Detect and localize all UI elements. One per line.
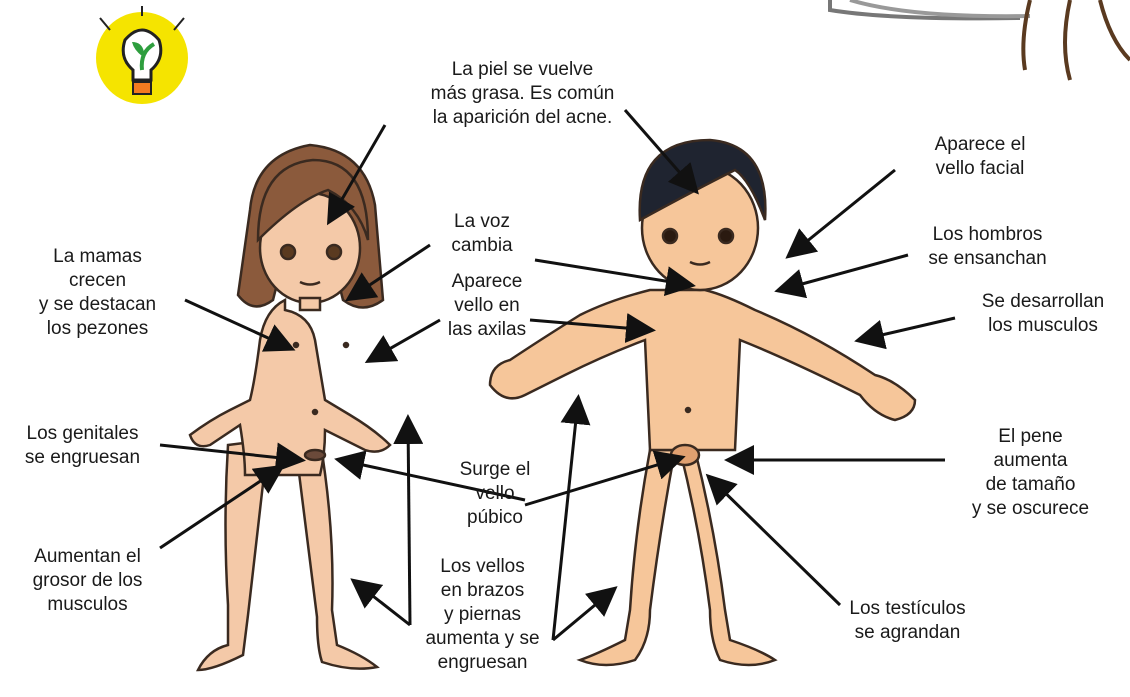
arrow-vello-facial: [785, 168, 896, 259]
boy-figure: [488, 138, 917, 667]
label-piel-line2: más grasa. Es común: [430, 83, 615, 104]
label-vellos-line3: y piernas: [443, 604, 522, 625]
label-testiculos-line1: Los testículos: [849, 598, 966, 619]
arrow-voz-girl: [344, 243, 431, 302]
label-piel-line1: La piel se vuelve: [451, 59, 594, 80]
label-testiculos-line2: se agrandan: [854, 622, 961, 643]
label-grosor-musculos: Aumentan el grosor de los musculos: [10, 545, 165, 617]
arrow-mamas: [184, 298, 296, 352]
arrow-pubico-boy: [524, 450, 686, 507]
arrow-musculos-hombre: [854, 316, 956, 350]
arrow-genitales: [159, 442, 306, 473]
label-vello-pubico: Surge el vello púbico: [440, 458, 550, 530]
arrow-piel-boy: [623, 109, 699, 195]
label-axilas-line1: Aparece: [451, 271, 523, 292]
label-grosor-line2: grosor de los: [32, 570, 143, 591]
label-vellos-line2: en brazos: [440, 580, 525, 601]
lightbulb-icon: [96, 6, 188, 104]
arrow-vellos-leg-girl: [350, 578, 411, 627]
arrow-axilas-girl: [364, 318, 441, 363]
label-testiculos: Los testículos se agrandan: [825, 597, 990, 645]
label-axilas-line3: las axilas: [447, 319, 527, 340]
label-pene-line4: y se oscurece: [971, 498, 1090, 519]
label-hombros: Los hombros se ensanchan: [905, 223, 1070, 271]
label-vello-facial: Aparece el vello facial: [900, 133, 1060, 181]
label-vello-pubico-line1: Surge el: [459, 459, 531, 480]
label-pene: El pene aumenta de tamaño y se oscurece: [948, 425, 1113, 521]
label-voz-line1: La voz: [454, 211, 510, 232]
label-mamas-line1: La mamas: [53, 246, 142, 267]
chair-illustration: [828, 0, 1130, 81]
label-vellos-line1: Los vellos: [440, 556, 525, 577]
label-mamas-line3: y se destacan: [38, 294, 157, 315]
label-vello-facial-line1: Aparece el: [934, 134, 1026, 155]
label-hombros-line1: Los hombros: [932, 224, 1043, 245]
label-axilas: Aparece vello en las axilas: [432, 270, 542, 342]
arrow-piel-girl: [326, 124, 387, 226]
label-pene-line2: aumenta: [993, 450, 1068, 471]
label-genitales: Los genitales se engruesan: [0, 422, 165, 470]
label-vellos-brazos: Los vellos en brazos y piernas aumenta y…: [410, 555, 555, 675]
arrow-testiculos: [705, 473, 842, 607]
label-musculos-hombre: Se desarrollan los musculos: [958, 290, 1128, 338]
label-mamas-line2: crecen: [68, 270, 127, 291]
arrow-grosor: [159, 464, 285, 550]
label-piel-line3: la aparición del acne.: [432, 107, 613, 128]
label-grosor-line3: musculos: [47, 594, 128, 615]
label-pene-line3: de tamaño: [985, 474, 1076, 495]
label-vello-pubico-line3: púbico: [467, 507, 523, 528]
label-pene-line1: El pene: [998, 426, 1063, 447]
label-vello-pubico-line2: vello: [475, 483, 515, 504]
label-hombros-line2: se ensanchan: [928, 248, 1047, 269]
label-voz: La voz cambia: [432, 210, 532, 258]
label-musculos-hombre-line1: Se desarrollan: [981, 291, 1105, 312]
pointer-arrows: [159, 109, 956, 642]
label-vellos-line5: engruesan: [437, 652, 528, 673]
label-vello-facial-line2: vello facial: [935, 158, 1025, 179]
arrow-hombros: [774, 253, 909, 299]
arrow-vellos-arm-girl: [393, 414, 424, 626]
label-genitales-line2: se engruesan: [24, 447, 141, 468]
arrow-vellos-arm-boy: [551, 394, 591, 641]
arrow-pubico-girl: [334, 450, 526, 502]
label-musculos-hombre-line2: los musculos: [988, 315, 1098, 336]
label-voz-line2: cambia: [451, 235, 513, 256]
label-mamas: La mamas crecen y se destacan los pezone…: [15, 245, 180, 341]
arrow-axilas-boy: [529, 313, 656, 343]
label-mamas-line4: los pezones: [46, 318, 149, 339]
label-axilas-line2: vello en: [454, 295, 520, 316]
arrow-voz-boy: [534, 258, 696, 296]
label-piel: La piel se vuelve más grasa. Es común la…: [400, 58, 645, 130]
arrow-vellos-leg-boy: [552, 586, 618, 642]
girl-figure: [188, 143, 392, 672]
label-vellos-line4: aumenta y se: [425, 628, 540, 649]
label-grosor-line1: Aumentan el: [34, 546, 141, 567]
label-genitales-line1: Los genitales: [26, 423, 139, 444]
